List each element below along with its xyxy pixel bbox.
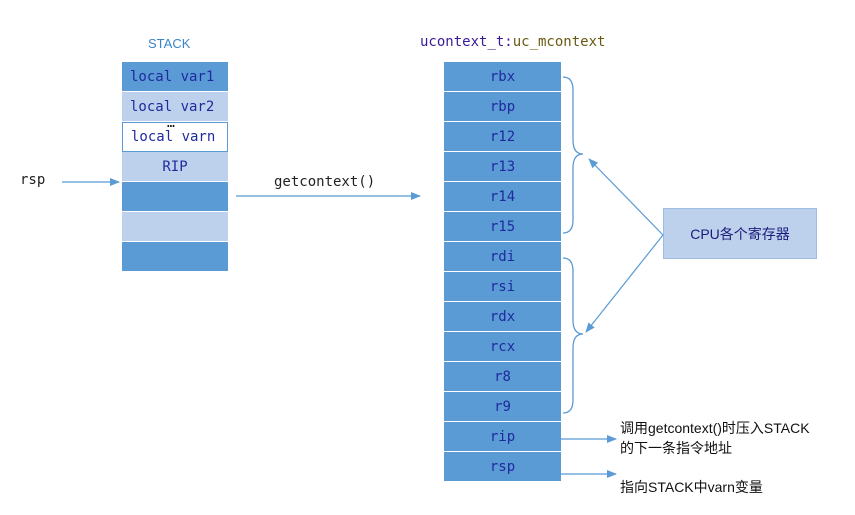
register-r13: r13 xyxy=(444,152,561,182)
stack-cell-local-var1: local var1 xyxy=(122,62,228,92)
ellipsis-dots: … xyxy=(167,116,175,131)
register-label: rcx xyxy=(489,338,516,355)
cpu-registers-label: CPU各个寄存器 xyxy=(690,225,790,242)
cpu-arrow-lower xyxy=(585,234,664,333)
register-label: rsp xyxy=(489,458,516,475)
cpu-registers-box: CPU各个寄存器 xyxy=(663,208,817,259)
register-rbp: rbp xyxy=(444,92,561,122)
register-rbx: rbx xyxy=(444,62,561,92)
ucontext-member: uc_mcontext xyxy=(512,34,606,50)
rsp-label: rsp xyxy=(20,172,46,188)
stack-cell-empty xyxy=(122,242,228,272)
rip-note: 调用getcontext()时压入STACK 的下一条指令地址 xyxy=(620,418,810,458)
rip-note-line1: 调用getcontext()时压入STACK xyxy=(620,420,810,436)
register-label: r9 xyxy=(494,398,511,415)
register-rsp: rsp xyxy=(444,452,561,482)
register-rdx: rdx xyxy=(444,302,561,332)
rip-note-line2: 的下一条指令地址 xyxy=(620,440,732,456)
stack-cell-local-var2: local var2 xyxy=(122,92,228,122)
stack-cell-rip: RIP xyxy=(122,152,228,182)
stack-cell-label: local var1 xyxy=(130,68,215,85)
ucontext-type: ucontext_t: xyxy=(420,34,513,50)
register-rip: rip xyxy=(444,422,561,452)
stack-cell-label: local varn xyxy=(131,129,216,145)
stack-column: local var1 local var2 … local varn RIP xyxy=(122,62,228,272)
register-label: r13 xyxy=(489,158,516,175)
rsp-note: 指向STACK中varn变量 xyxy=(620,479,763,495)
stack-cell-empty xyxy=(122,212,228,242)
register-label: r8 xyxy=(494,368,511,385)
ucontext-title: ucontext_t:uc_mcontext xyxy=(420,34,605,50)
lower-brace xyxy=(562,257,584,414)
stack-cell-empty xyxy=(122,182,228,212)
register-label: r15 xyxy=(489,218,516,235)
register-label: rdi xyxy=(489,248,516,265)
register-label: r14 xyxy=(489,188,516,205)
getcontext-call-label: getcontext() xyxy=(274,174,376,190)
stack-cell-local-varn: … local varn xyxy=(122,116,228,152)
stack-title: STACK xyxy=(148,36,191,51)
register-label: rbx xyxy=(489,68,516,85)
register-column: rbx rbp r12 r13 r14 r15 rdi rsi rdx rcx … xyxy=(444,62,561,482)
upper-brace xyxy=(562,76,584,234)
register-rcx: rcx xyxy=(444,332,561,362)
register-r12: r12 xyxy=(444,122,561,152)
register-r8: r8 xyxy=(444,362,561,392)
cpu-arrow-upper xyxy=(588,158,664,236)
register-rsi: rsi xyxy=(444,272,561,302)
stack-cell-label: local var2 xyxy=(130,98,215,115)
register-label: r12 xyxy=(489,128,516,145)
register-r9: r9 xyxy=(444,392,561,422)
register-r15: r15 xyxy=(444,212,561,242)
register-label: rsi xyxy=(489,278,516,295)
register-rdi: rdi xyxy=(444,242,561,272)
register-label: rip xyxy=(489,428,516,445)
register-r14: r14 xyxy=(444,182,561,212)
register-label: rdx xyxy=(489,308,516,325)
stack-cell-label: RIP xyxy=(162,158,188,175)
register-label: rbp xyxy=(489,98,516,115)
